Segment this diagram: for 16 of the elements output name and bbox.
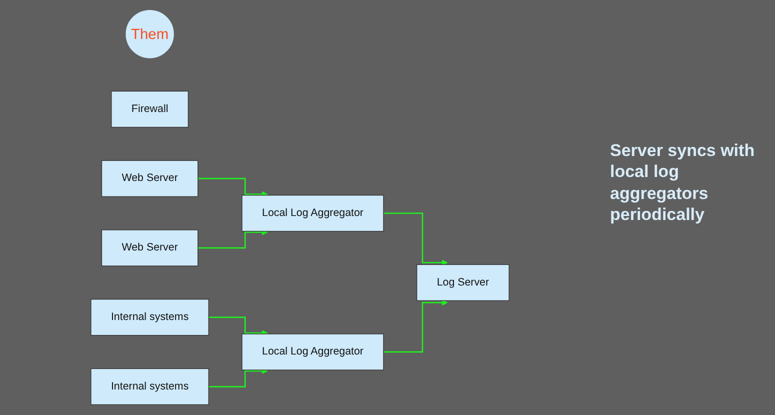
node-box: Internal systems bbox=[90, 368, 209, 405]
arrow bbox=[383, 300, 448, 353]
node-box: Log Server bbox=[416, 264, 510, 301]
arrow bbox=[198, 178, 268, 198]
node-box: Local Log Aggregator bbox=[242, 334, 384, 370]
node-box: Firewall bbox=[111, 90, 189, 128]
arrow bbox=[208, 368, 268, 388]
node-circle: Them bbox=[126, 10, 174, 58]
node-box: Internal systems bbox=[90, 298, 209, 336]
arrow bbox=[198, 229, 268, 249]
arrow bbox=[208, 316, 268, 336]
note-text: Server syncs with local log aggregators periodically bbox=[610, 140, 756, 225]
arrow bbox=[383, 212, 448, 266]
node-box: Web Server bbox=[101, 230, 198, 266]
node-box: Web Server bbox=[101, 160, 198, 197]
node-box: Local Log Aggregator bbox=[242, 194, 384, 232]
